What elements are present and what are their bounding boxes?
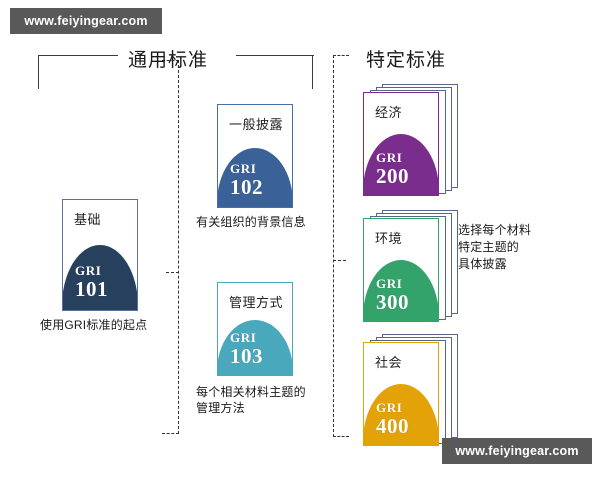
card-body-gri-300: 环境 GRI 300 [363, 218, 439, 322]
connector-elbow-bottom [333, 436, 349, 437]
gri-text-300: GRI [376, 276, 403, 291]
card-topic-gri-200: 经济 [375, 105, 403, 120]
card-topic-gri-103: 管理方式 [229, 295, 284, 310]
connector-elbow-top [333, 55, 349, 56]
gri-text-103: GRI [230, 330, 257, 345]
card-topic-gri-101: 基础 [74, 212, 102, 227]
connector-vertical-line [178, 60, 179, 434]
bracket-segment-top-right [236, 55, 314, 56]
connector-vertical-line [333, 55, 334, 437]
watermark-bottom: www.feiyingear.com [442, 438, 592, 464]
gri-number-400: 400 [376, 414, 409, 438]
bracket-universal-standards [38, 55, 314, 89]
card-gri-102[interactable]: 一般披露 GRI 102 [217, 104, 293, 208]
section-title-universal-standards: 通用标准 [128, 50, 209, 71]
section-title-specific-standards: 特定标准 [366, 50, 447, 71]
card-body-gri-200: 经济 GRI 200 [363, 92, 439, 196]
watermark-top: www.feiyingear.com [10, 8, 162, 34]
card-gri-label-103: GRI 103 [230, 331, 263, 367]
gri-number-103: 103 [230, 344, 263, 368]
gri-text-200: GRI [376, 150, 403, 165]
card-gri-label-102: GRI 102 [230, 162, 263, 198]
gri-text-101: GRI [75, 263, 102, 278]
connector-dashed-specific [322, 55, 349, 437]
card-gri-103[interactable]: 管理方式 GRI 103 [217, 282, 293, 376]
card-gri-300[interactable]: 环境 GRI 300 [363, 210, 469, 328]
card-body-gri-102: 一般披露 GRI 102 [217, 104, 293, 208]
gri-number-102: 102 [230, 175, 263, 199]
connector-elbow-top [162, 60, 179, 61]
gri-text-102: GRI [230, 161, 257, 176]
card-topic-gri-300: 环境 [375, 231, 403, 246]
caption-gri-102: 有关组织的背景信息 [196, 215, 306, 229]
bracket-segment-right [312, 55, 313, 89]
card-gri-200[interactable]: 经济 GRI 200 [363, 84, 469, 202]
card-body-gri-101: 基础 GRI 101 [62, 199, 138, 311]
card-topic-gri-102: 一般披露 [229, 117, 284, 132]
card-gri-label-101: GRI 101 [75, 264, 108, 300]
card-gri-label-300: GRI 300 [376, 277, 409, 313]
card-gri-label-400: GRI 400 [376, 401, 409, 437]
gri-number-300: 300 [376, 290, 409, 314]
bracket-segment-top-left [38, 55, 118, 56]
gri-number-200: 200 [376, 164, 409, 188]
bracket-segment-left [38, 55, 39, 89]
caption-specific-standards: 选择每个材料 特定主题的 具体披露 [458, 223, 532, 271]
connector-arrow-to-gri101 [166, 272, 179, 273]
caption-gri-101: 使用GRI标准的起点 [40, 318, 148, 332]
connector-arrow-to-caption [333, 260, 346, 261]
connector-dashed-middle [150, 60, 180, 434]
card-gri-101[interactable]: 基础 GRI 101 [62, 199, 138, 311]
connector-elbow-bottom [162, 433, 179, 434]
gri-number-101: 101 [75, 277, 108, 301]
card-topic-gri-400: 社会 [375, 355, 403, 370]
caption-gri-103: 每个相关材料主题的 管理方法 [196, 385, 306, 415]
card-body-gri-103: 管理方式 GRI 103 [217, 282, 293, 376]
card-body-gri-400: 社会 GRI 400 [363, 342, 439, 446]
gri-text-400: GRI [376, 400, 403, 415]
card-gri-400[interactable]: 社会 GRI 400 [363, 334, 469, 452]
card-gri-label-200: GRI 200 [376, 151, 409, 187]
